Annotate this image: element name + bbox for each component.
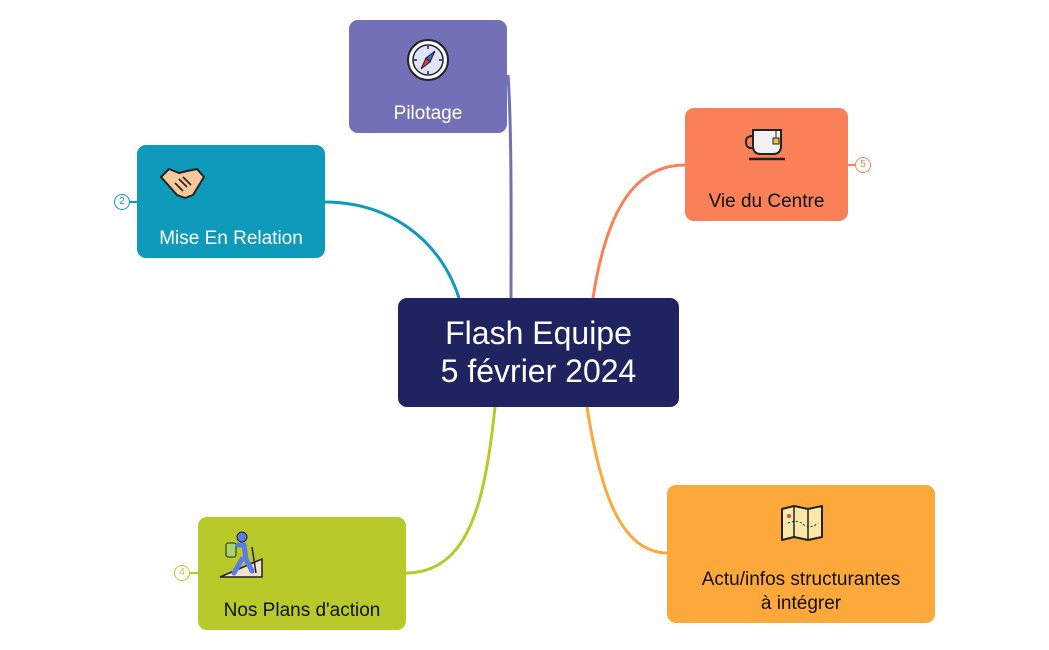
map-icon xyxy=(781,505,823,541)
hiker-icon xyxy=(219,531,263,578)
topic-label-line1: Actu/infos structurantes xyxy=(701,569,901,590)
connector-mise-en-relation xyxy=(323,200,461,299)
topic-plans-action[interactable]: Nos Plans d'action xyxy=(198,517,406,630)
topic-label: Vie du Centre xyxy=(708,191,825,212)
child-count-badge[interactable]: 2 xyxy=(114,194,130,210)
connector-plans-action xyxy=(404,406,497,575)
connector-actu-infos xyxy=(585,406,669,555)
child-count-badge[interactable]: 5 xyxy=(855,157,871,173)
topic-label: Nos Plans d'action xyxy=(223,600,381,621)
handshake-icon xyxy=(160,168,205,199)
child-count-badge[interactable]: 4 xyxy=(174,565,190,581)
connector-pilotage xyxy=(506,74,513,299)
topic-vie-du-centre[interactable]: Vie du Centre xyxy=(685,108,848,221)
topic-mise-en-relation[interactable]: Mise En Relation xyxy=(137,145,325,258)
topic-pilotage[interactable]: Pilotage xyxy=(349,20,507,133)
central-date: 5 février 2024 xyxy=(440,353,637,389)
topic-actu-infos[interactable]: Actu/infos structurantes à intégrer xyxy=(667,485,935,623)
teacup-icon xyxy=(744,129,785,161)
compass-icon xyxy=(407,39,449,81)
connector-vie-du-centre xyxy=(591,163,686,299)
topic-label-line2: à intégrer xyxy=(760,593,842,614)
central-title: Flash Equipe xyxy=(445,315,632,351)
topic-label: Mise En Relation xyxy=(159,228,303,249)
central-topic[interactable]: Flash Equipe 5 février 2024 xyxy=(398,298,679,407)
topic-label: Pilotage xyxy=(393,103,463,124)
